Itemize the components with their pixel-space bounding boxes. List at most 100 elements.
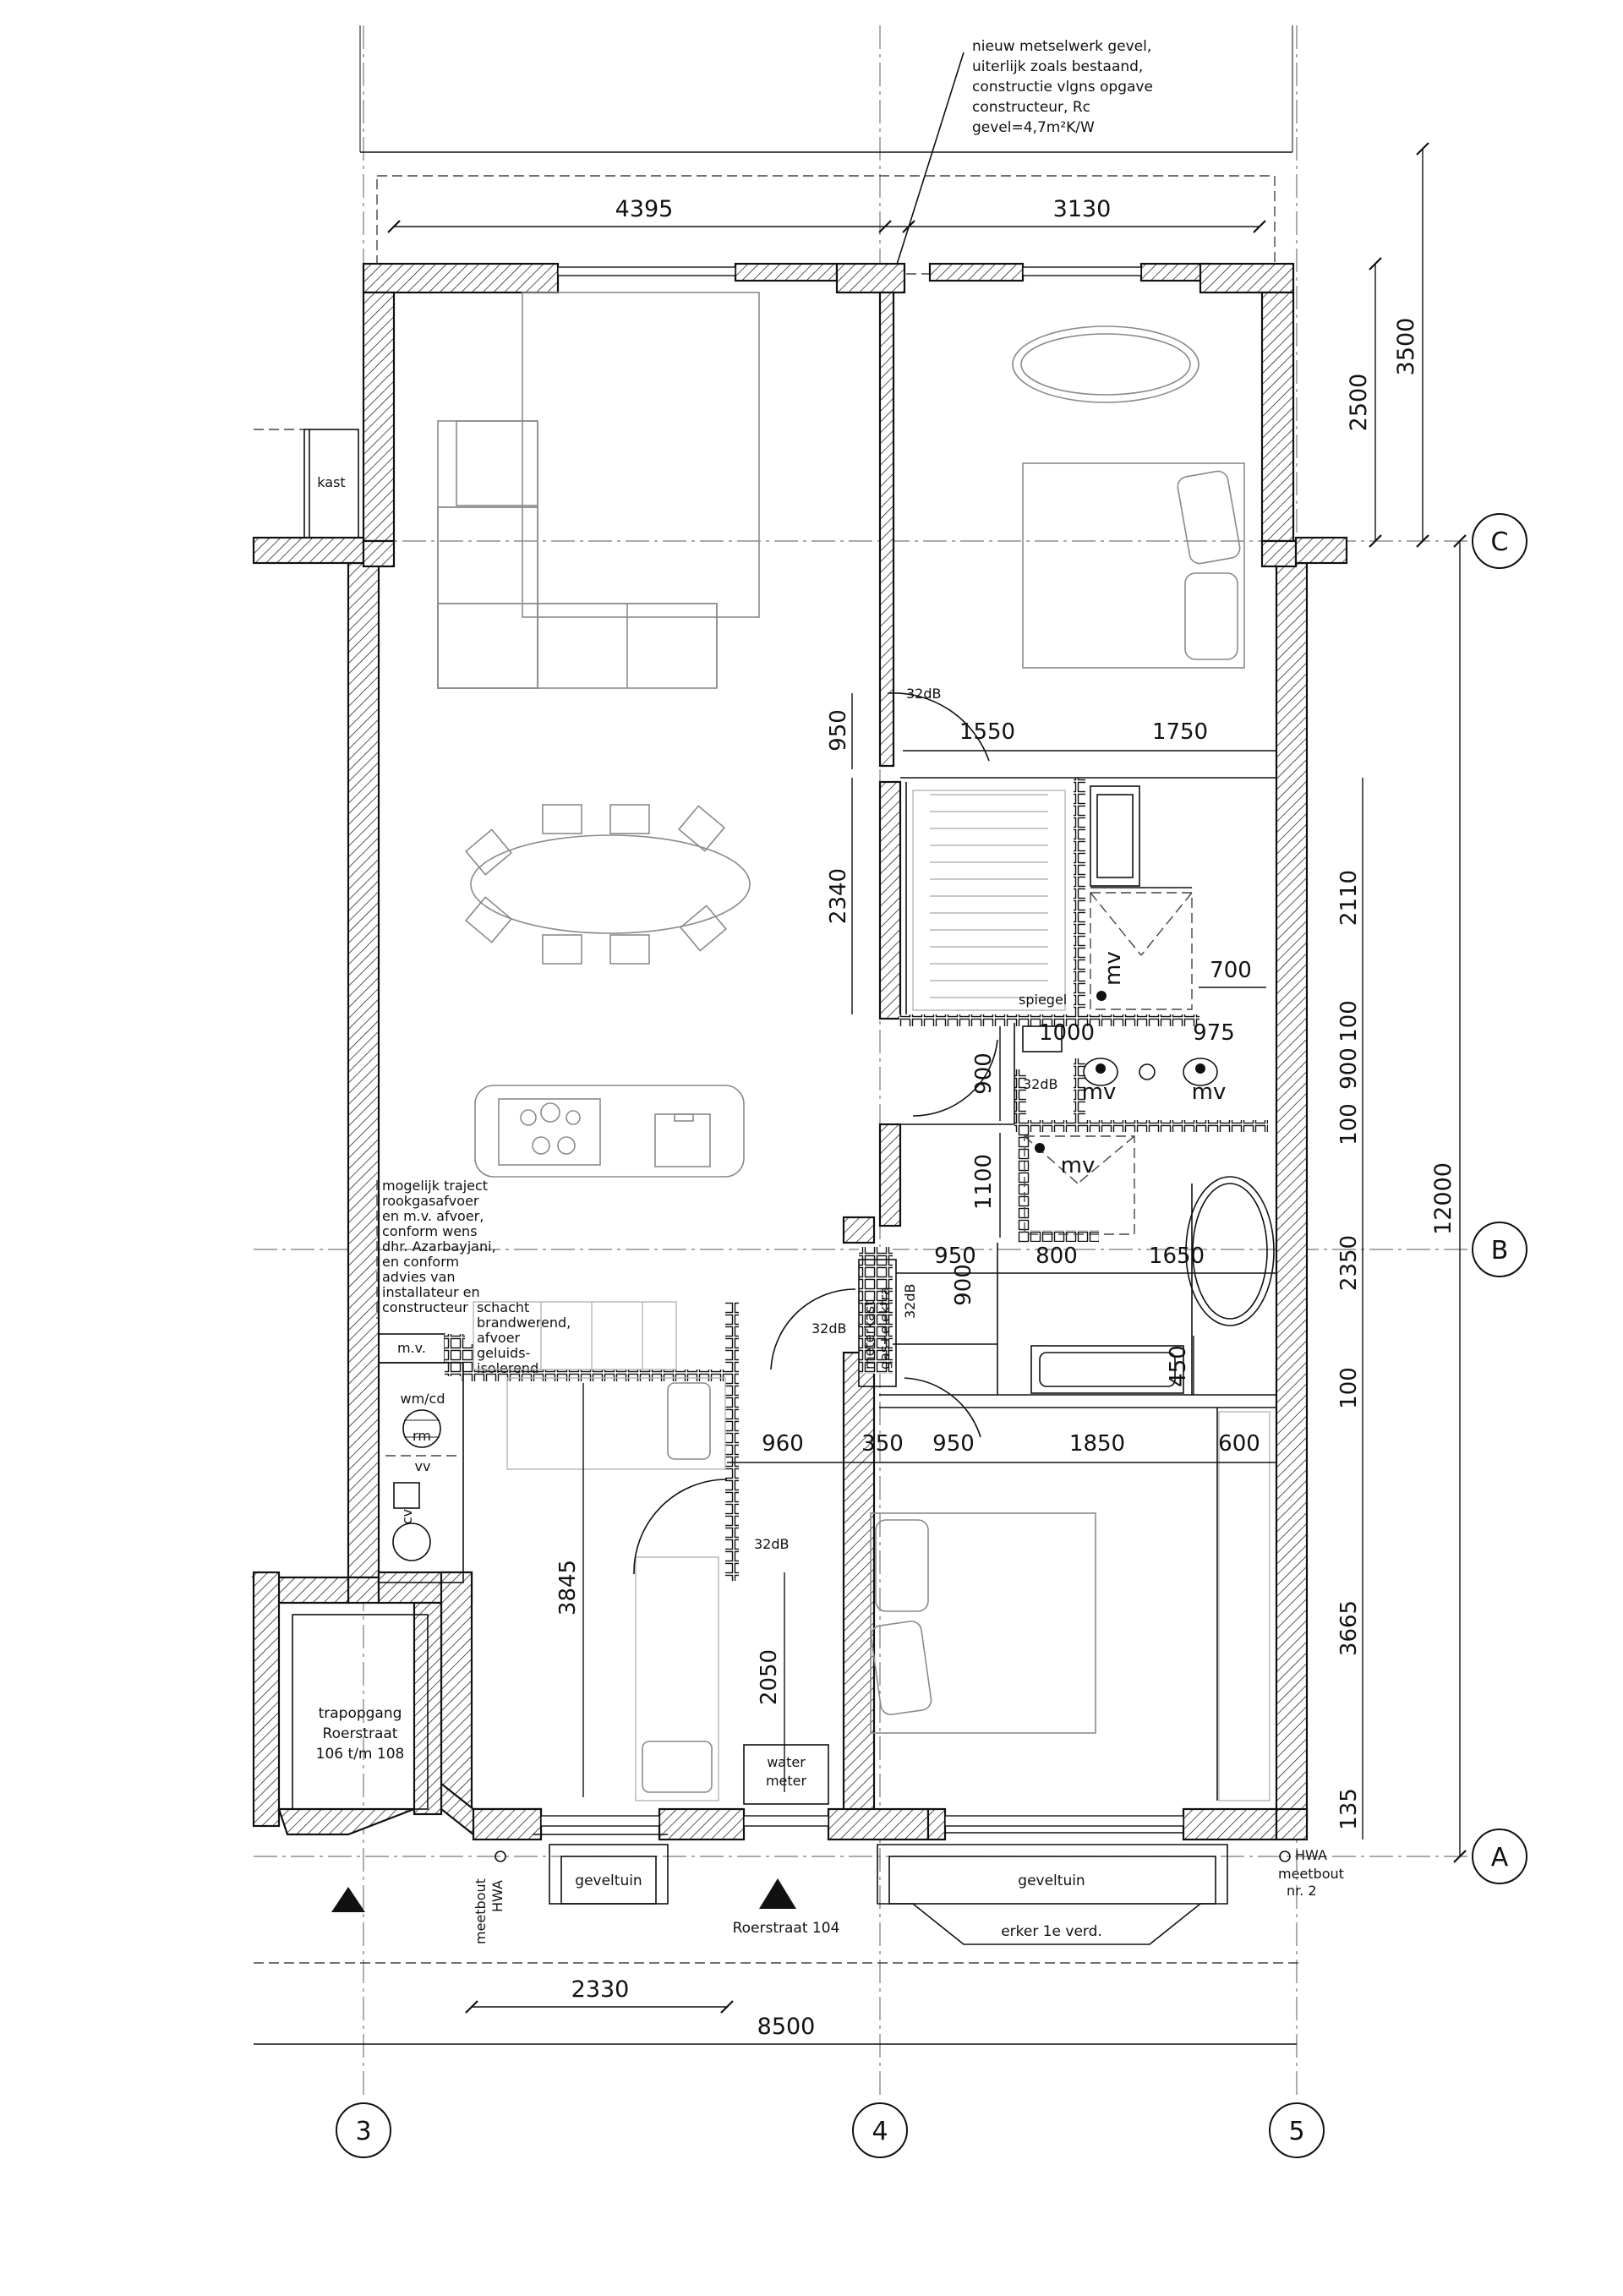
dim-3130: 3130 xyxy=(1053,196,1112,222)
dim-950-vertical: 950 xyxy=(826,709,851,752)
walls xyxy=(251,262,1348,1841)
mv-label-1: mv xyxy=(1101,951,1126,986)
meterkast-label-2: gas+elektra xyxy=(877,1287,893,1369)
note-line-4: constructeur, Rc xyxy=(972,99,1090,116)
dim-8500: 8500 xyxy=(757,2014,816,2040)
schacht-1: schacht xyxy=(477,1299,529,1315)
schacht-5: isolerend xyxy=(477,1360,538,1376)
interior-dimensions: 950 2340 1550 1750 700 1000 975 900 1100… xyxy=(555,693,1276,1797)
mv-label-3: mv xyxy=(1192,1080,1227,1105)
shaft-cluster: m.v. schacht brandwerend, afvoer geluids… xyxy=(378,1299,677,1583)
dim-900-vertical: 900 xyxy=(971,1052,997,1095)
db-label-3: 32dB xyxy=(812,1320,847,1337)
db-label-4: 32dB xyxy=(902,1284,918,1320)
front-bedroom xyxy=(870,1411,1271,1801)
wardrobe-top xyxy=(912,790,1066,1011)
dining-table xyxy=(464,804,751,965)
dim-100c: 100 xyxy=(1336,1367,1362,1409)
entrance-arrow-left xyxy=(331,1887,365,1912)
dim-135: 135 xyxy=(1336,1788,1362,1830)
dim-top: 4395 3130 xyxy=(387,196,1266,233)
door-markers: 32dB 32dB 32dB 32dB 32dB xyxy=(633,686,1058,1575)
project-note-6: en conform xyxy=(382,1254,459,1270)
dim-100b: 100 xyxy=(1336,1103,1362,1145)
project-note-5: dhr. Azarbayjani, xyxy=(382,1238,496,1255)
grid-label-c: C xyxy=(1491,528,1509,557)
dim-450: 450 xyxy=(1166,1345,1191,1387)
stair-block: trapopgang Roerstraat 106 t/m 108 xyxy=(292,1614,429,1810)
meetbout-left-1: meetbout xyxy=(473,1878,489,1944)
shower-area: mv spiegel xyxy=(1019,785,1193,1010)
mv-label-4: mv xyxy=(1061,1153,1096,1178)
kast-label: kast xyxy=(317,474,345,490)
db-label-2: 32dB xyxy=(1023,1076,1058,1092)
meterkast-label-1: meterkast xyxy=(861,1300,877,1369)
spiegel-label: spiegel xyxy=(1019,992,1067,1008)
kitchen-island xyxy=(474,1085,745,1178)
project-note-1: mogelijk traject xyxy=(382,1178,488,1194)
schacht-3: afvoer xyxy=(477,1330,521,1346)
meetbout-right: HWA meetbout nr. 2 xyxy=(1278,1847,1344,1899)
rm-label: rm xyxy=(413,1428,431,1444)
dim-2350: 2350 xyxy=(1336,1235,1362,1291)
dim-960: 960 xyxy=(762,1431,804,1457)
dim-800: 800 xyxy=(1036,1244,1078,1269)
db-label-1: 32dB xyxy=(906,686,942,702)
water-label-1: water xyxy=(767,1754,806,1770)
dim-975: 975 xyxy=(1193,1020,1235,1046)
meetbout-right-2: meetbout xyxy=(1278,1866,1344,1882)
dim-2050: 2050 xyxy=(757,1649,782,1705)
sofa xyxy=(437,292,760,689)
dim-350: 350 xyxy=(861,1431,904,1457)
project-note-7: advies van xyxy=(382,1269,456,1285)
schacht-2: brandwerend, xyxy=(477,1315,571,1331)
dim-1850: 1850 xyxy=(1069,1431,1125,1457)
kast-box: kast xyxy=(254,429,359,538)
grid-bubble-3: 3 xyxy=(336,2102,391,2158)
dim-2500: 2500 xyxy=(1346,374,1372,432)
grid-label-5: 5 xyxy=(1288,2117,1304,2146)
project-note-4: conform wens xyxy=(382,1223,478,1239)
flue-note: mogelijk traject rookgasafvoer en m.v. a… xyxy=(376,1178,496,1319)
geveltuin-1: geveltuin xyxy=(575,1872,642,1889)
note-line-2: uiterlijk zoals bestaand, xyxy=(972,58,1143,75)
project-note-9: constructeur xyxy=(382,1299,468,1315)
erker-label: erker 1e verd. xyxy=(1001,1923,1102,1940)
meetbout-right-3: nr. 2 xyxy=(1287,1883,1317,1899)
dim-950-bottom: 950 xyxy=(932,1431,975,1457)
back-bedroom xyxy=(1012,325,1245,669)
dim-900-right: 900 xyxy=(1336,1047,1362,1090)
dim-1100: 1100 xyxy=(971,1154,997,1210)
grid-bubble-4: 4 xyxy=(852,2102,908,2158)
project-note-2: rookgasafvoer xyxy=(382,1193,479,1209)
note-line-1: nieuw metselwerk gevel, xyxy=(972,38,1151,55)
grid-label-a: A xyxy=(1491,1843,1509,1872)
dim-right: 3500 2500 12000 2110 100 900 100 2350 10… xyxy=(1336,142,1467,1863)
front-gardens: geveltuin geveltuin erker 1e verd. Roers… xyxy=(331,1844,1228,1945)
wmcd-label: wm/cd xyxy=(400,1391,445,1407)
brick-partitions xyxy=(461,778,1268,1581)
dim-3665: 3665 xyxy=(1336,1600,1362,1656)
stair-label-1: trapopgang xyxy=(319,1705,402,1722)
meterkast: meterkast gas+elektra xyxy=(858,1259,897,1387)
note-line-3: constructie vlgns opgave xyxy=(972,79,1153,96)
partitions xyxy=(879,777,1276,1801)
dim-2340: 2340 xyxy=(826,868,851,924)
dim-bottom: 2330 8500 xyxy=(254,1962,1302,2045)
entrance-arrow-right xyxy=(759,1878,796,1909)
cv-label: cv xyxy=(399,1509,415,1524)
dim-3845: 3845 xyxy=(555,1560,581,1615)
stair-label-3: 106 t/m 108 xyxy=(316,1746,405,1763)
dim-100a: 100 xyxy=(1336,1000,1362,1042)
dim-1750: 1750 xyxy=(1152,719,1208,745)
dim-1650: 1650 xyxy=(1149,1244,1205,1269)
dim-12000: 12000 xyxy=(1430,1162,1456,1235)
meetbout-left-2: HWA xyxy=(489,1880,505,1912)
grid-bubble-5: 5 xyxy=(1269,2102,1325,2158)
dim-950-horizontal: 950 xyxy=(934,1244,976,1269)
dim-700: 700 xyxy=(1210,958,1252,983)
roerstraat-label: Roerstraat 104 xyxy=(733,1920,840,1937)
water-label-2: meter xyxy=(766,1773,807,1789)
dim-4395: 4395 xyxy=(615,196,674,222)
